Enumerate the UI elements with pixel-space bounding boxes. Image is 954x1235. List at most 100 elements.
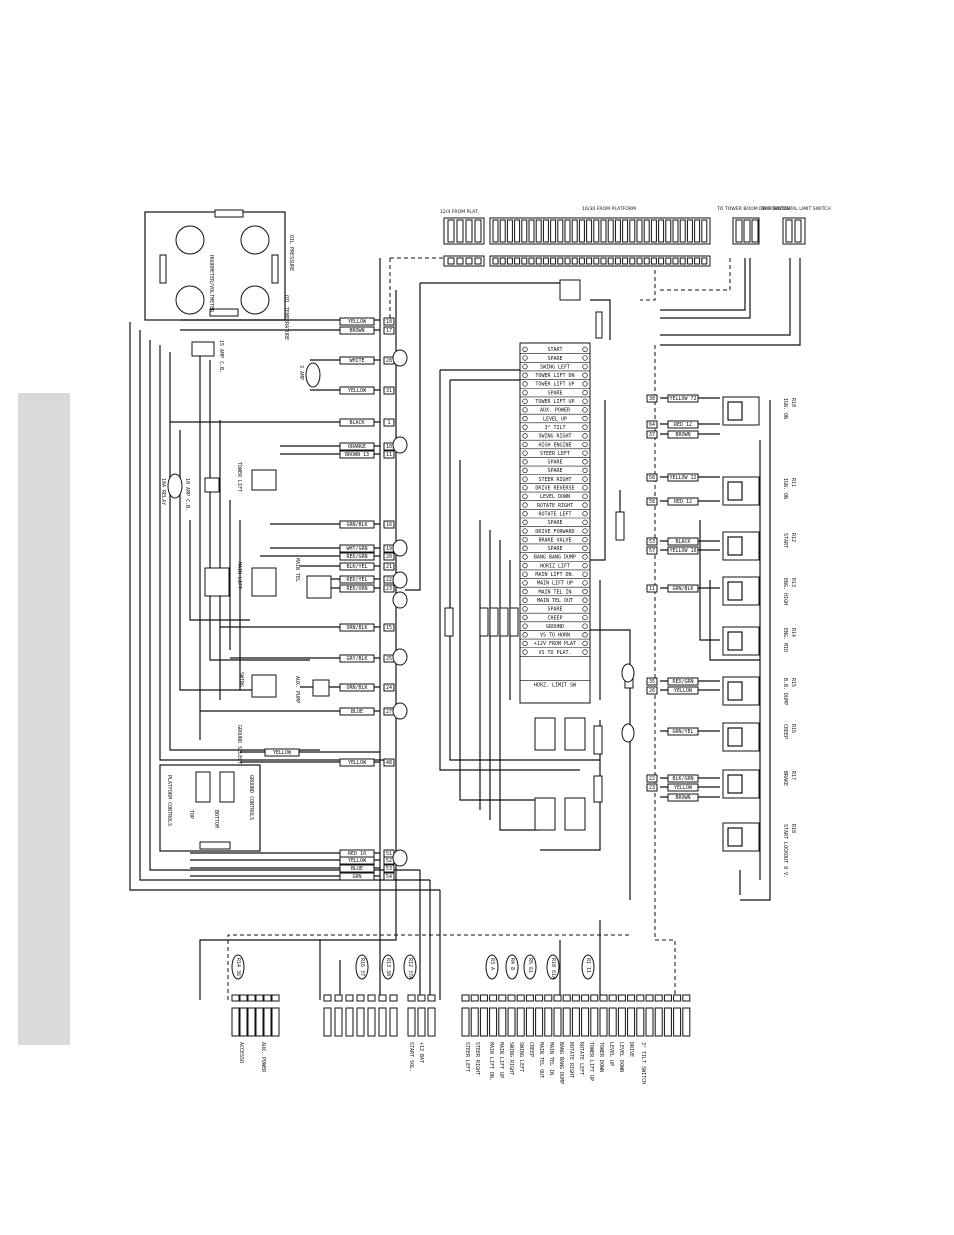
relay-id: R17 (790, 771, 796, 780)
bottom-pin (673, 1007, 682, 1037)
relay-wire-number: 23 (649, 785, 655, 791)
wire-color-label: WHITE (349, 358, 364, 364)
valve-tower-lift: TOWER LIFT (236, 462, 277, 492)
terminal-screw-right (582, 588, 588, 595)
wire-tag (339, 575, 375, 584)
bottom-bubble (355, 954, 369, 980)
bottom-pin-upper (617, 994, 626, 1002)
terminal-screw-left (522, 511, 528, 517)
bottom-pin-upper (608, 994, 617, 1002)
relay-wire-number-box (646, 537, 658, 546)
terminal-label: ROTATE RIGHT (537, 503, 573, 509)
terminal-strip (519, 342, 591, 704)
terminal-label: SPARE (547, 468, 562, 474)
terminal-screw-left (522, 372, 528, 378)
bottom-label: TOWER DOWN (598, 1042, 604, 1072)
relay-wire-tag (667, 774, 699, 783)
relay-wire-color: BLK/GRN (672, 776, 693, 782)
bottom-pin (663, 1007, 672, 1037)
bottom-pin (535, 1007, 544, 1037)
wire-number-box (383, 584, 395, 593)
bottom-label: AUX. POWER (260, 1042, 266, 1073)
relay-wire-number-box (646, 546, 658, 555)
terminal-label: STEER RIGHT (538, 477, 571, 483)
bottom-pin-upper (636, 994, 645, 1002)
bottom-pin-upper (645, 994, 654, 1002)
bottom-pin (367, 1007, 376, 1037)
bottom-label: TOWER LIFT UP (588, 1042, 594, 1081)
relay-wire-tag (667, 584, 699, 593)
bottom-pin (407, 1007, 416, 1037)
valve-swing: SWING (238, 672, 277, 698)
pin-30-lower (658, 257, 665, 265)
terminal-screw-left (522, 459, 528, 465)
wire-number-box (383, 317, 395, 326)
bottom-bubble (523, 954, 537, 980)
relay-id: R16 (790, 724, 796, 733)
relay-wire-number-box (646, 420, 658, 429)
wire-tag (339, 520, 375, 529)
wire-number-box (383, 552, 395, 561)
wire-color-label: RED 10 (348, 851, 366, 857)
bottom-pin (516, 1007, 525, 1037)
relay-id: R18 (790, 824, 796, 833)
terminal-screw-right (582, 398, 588, 404)
wire-number-box (383, 864, 395, 873)
pin-tower (743, 219, 751, 243)
relay-coil (727, 581, 743, 601)
bottom-bubble (381, 954, 395, 980)
wire-number: 15 (386, 625, 392, 631)
wire-number: 25 (386, 656, 392, 662)
relay-name: ENG. HIGH (782, 578, 788, 605)
terminal-label: STEER LEFT (540, 451, 570, 457)
terminal-screw-right (582, 640, 588, 647)
bottom-pin-upper (427, 994, 436, 1002)
relay-coil (727, 727, 743, 747)
svg-text:TOWER LIFT: TOWER LIFT (236, 462, 242, 492)
wire-number: 31 (386, 388, 392, 394)
valve-main-lift: MAIN LIFT (204, 562, 277, 597)
bottom-bubble-label: R5 61 (527, 958, 533, 973)
terminal-screw-left (522, 649, 528, 655)
bottom-pin (599, 1007, 608, 1037)
wire-number: 27 (386, 709, 392, 715)
terminal-label: 3° TILT (544, 425, 565, 431)
bottom-label: START SOL. (408, 1042, 414, 1072)
bottom-label: +12 BAT (418, 1042, 424, 1063)
connector-bubble (392, 702, 408, 720)
terminal-label: SPARE (547, 546, 562, 552)
bottom-label: DRIVE (628, 1042, 634, 1057)
pin-30 (636, 219, 643, 243)
wire-color-label: BLUE (351, 709, 363, 715)
terminal-screw-right (582, 614, 588, 621)
terminal-screw-right (582, 476, 588, 482)
bottom-pin-upper (255, 994, 264, 1002)
bottom-pin-upper (562, 994, 571, 1002)
relay-wire-number: 64 (649, 422, 655, 428)
terminal-screw-left (522, 528, 528, 534)
pin-30-lower (622, 257, 629, 265)
wire-color-label: RED/ORN (346, 586, 367, 592)
svg-text:GROUND CONTROLS: GROUND CONTROLS (248, 775, 254, 820)
terminal-screw-right (582, 450, 588, 456)
pin-30-lower (679, 257, 686, 265)
wire-number: 48 (386, 760, 392, 766)
fuse-3amp: 3 AMP (298, 362, 321, 388)
bottom-bubble-label: R3 A (489, 958, 495, 970)
terminal-screw-right (582, 597, 588, 603)
bottom-pin (553, 1007, 562, 1037)
bottom-bubble (403, 954, 417, 980)
bottom-pin-upper (378, 994, 387, 1002)
terminal-screw-right (582, 467, 588, 474)
pin-30 (701, 219, 708, 243)
bottom-bubble (581, 954, 595, 980)
relay-coil (727, 401, 743, 421)
terminal-screw-left (522, 493, 528, 500)
header-tower: TO TOWER BOOM LIMIT SWITCH (716, 206, 791, 212)
wire-number: 21 (386, 564, 392, 570)
pin-12-lower (465, 257, 473, 265)
relay-name: START (782, 533, 788, 548)
terminal-label: ROTATE LEFT (538, 511, 571, 517)
bottom-pin-upper (553, 994, 562, 1002)
